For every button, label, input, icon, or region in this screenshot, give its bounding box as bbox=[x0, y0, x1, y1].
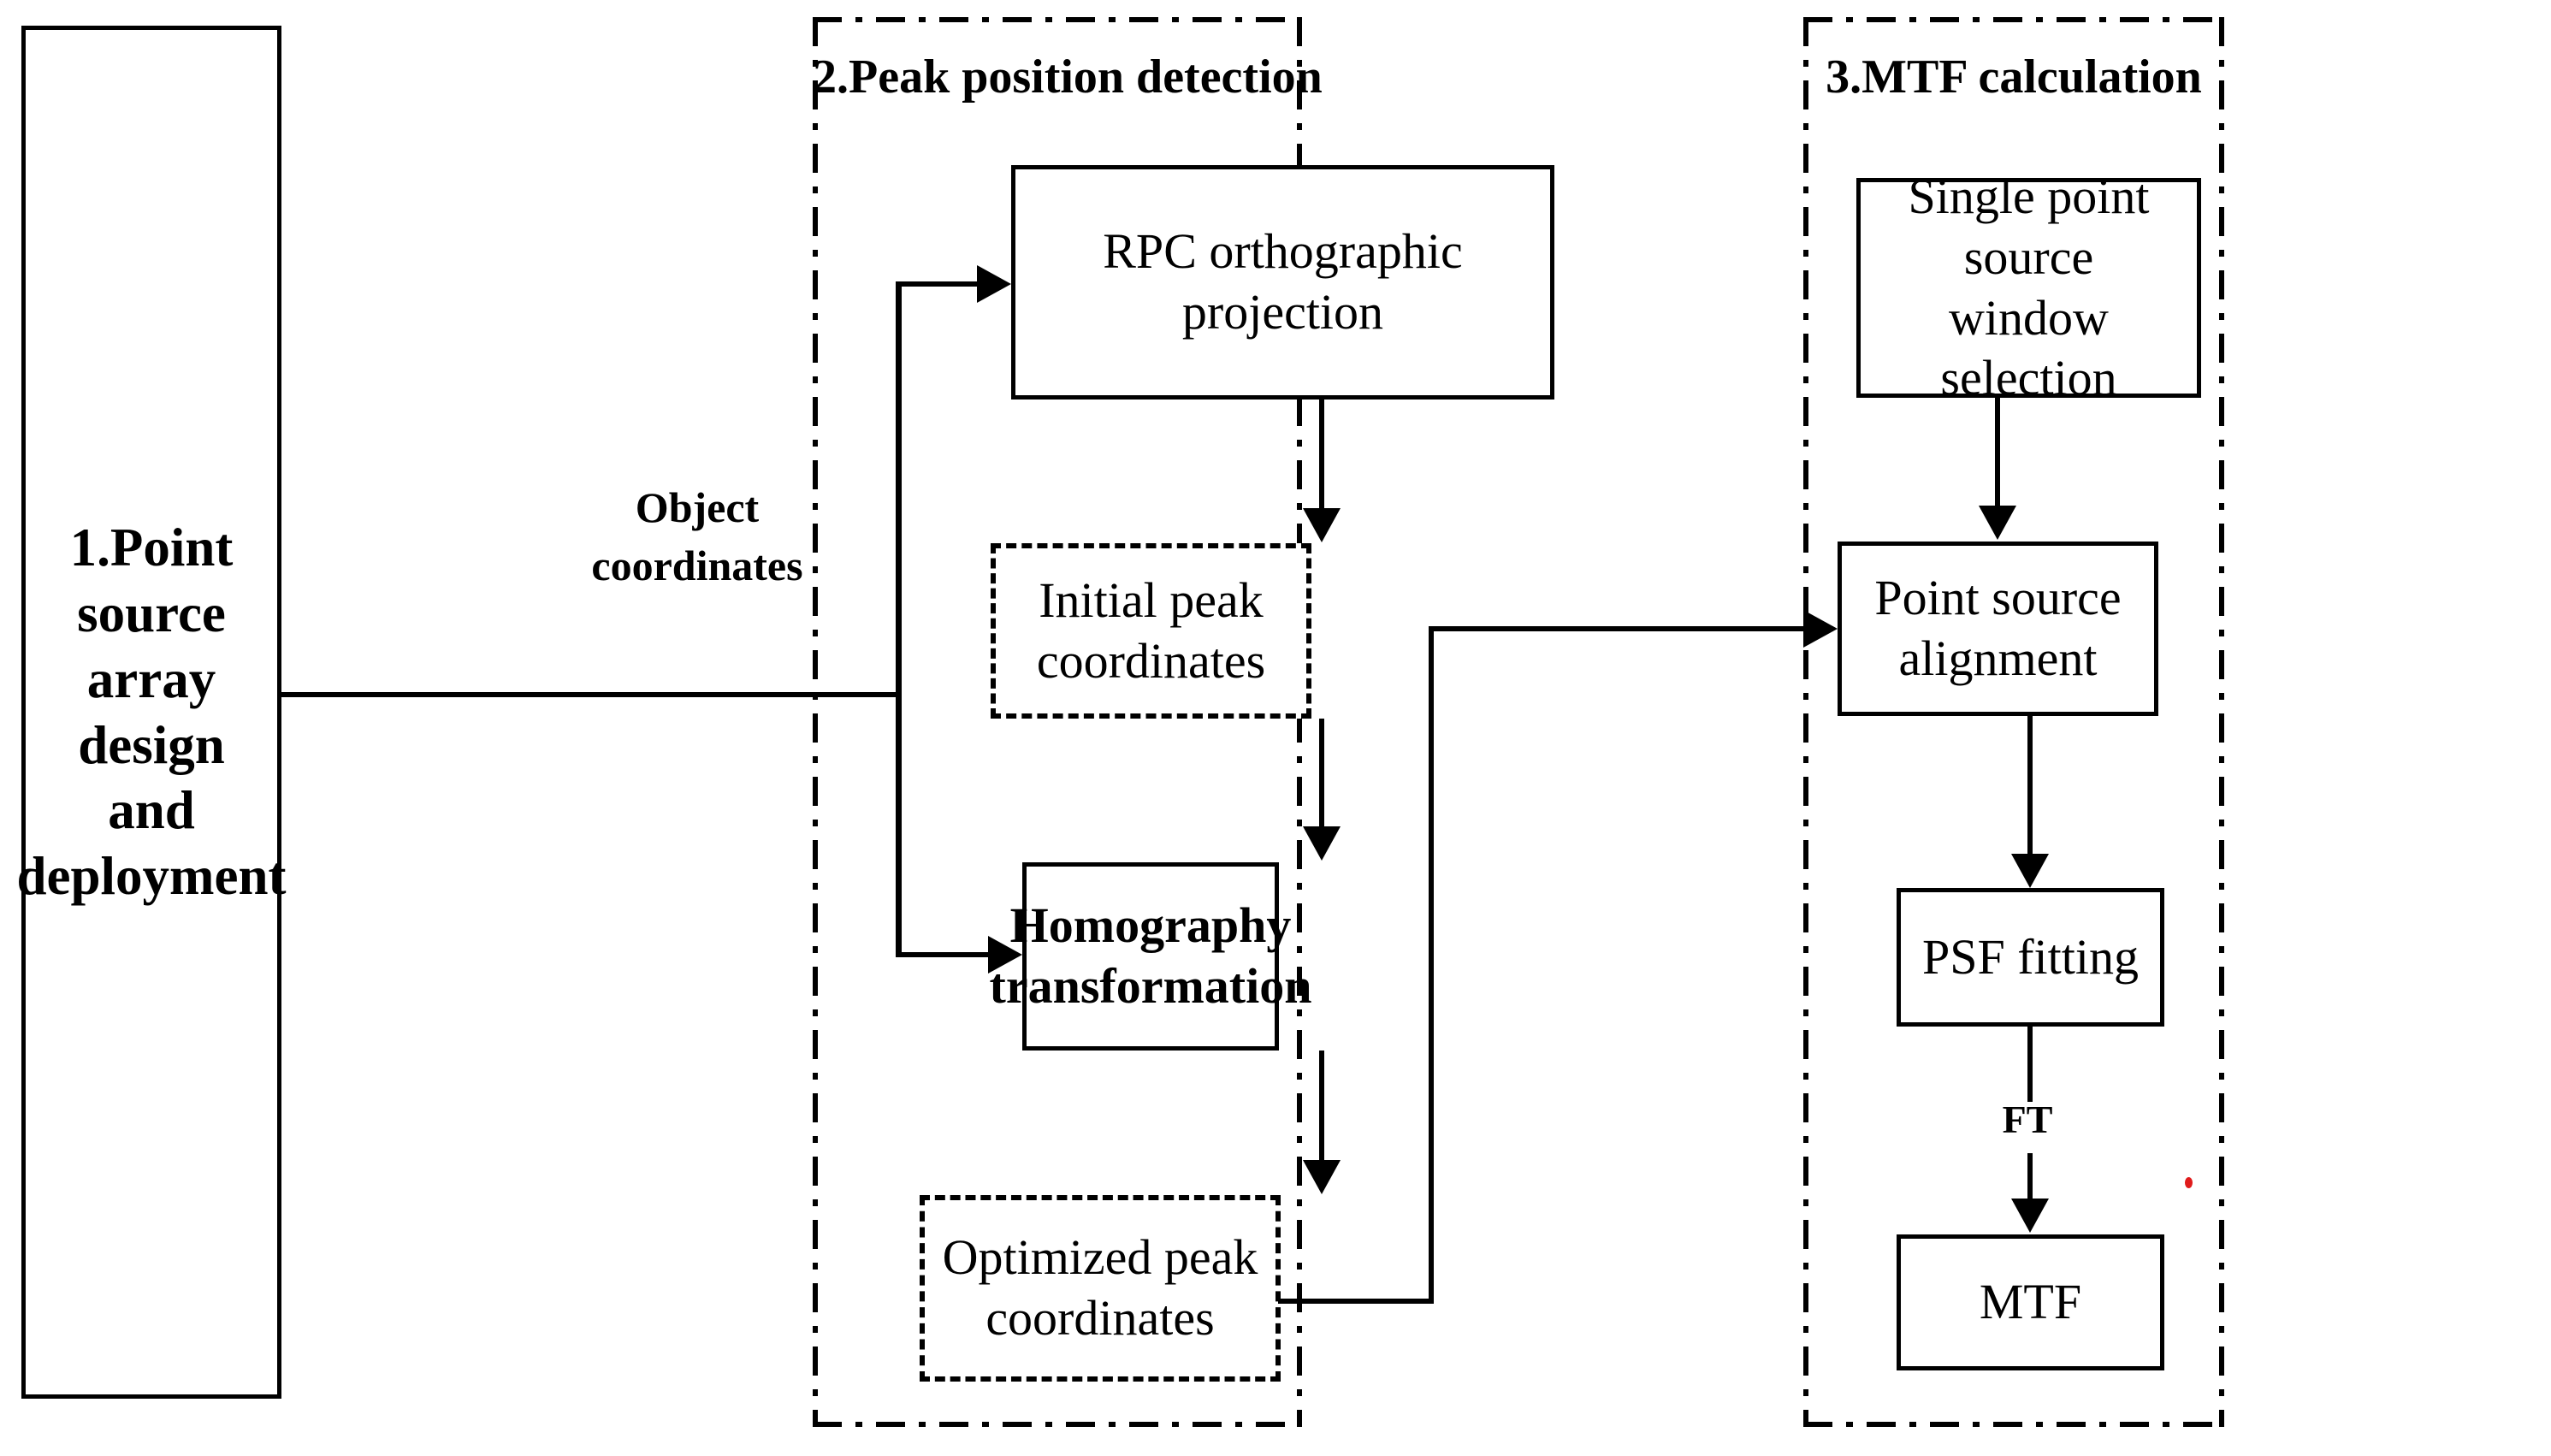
edge-branch-to-homography bbox=[896, 952, 992, 957]
node-line: array design bbox=[78, 648, 225, 775]
arrowhead-to-optimized-peak bbox=[1303, 1160, 1341, 1194]
node-optimized-peak-coordinates[interactable]: Optimized peak coordinates bbox=[920, 1195, 1281, 1382]
edge-crossgroup-riser bbox=[1429, 626, 1434, 1302]
arrowhead-to-homography bbox=[988, 936, 1022, 974]
edge-optimized-peak-out bbox=[1278, 1299, 1434, 1304]
arrowhead-to-point-source-alignment bbox=[1803, 610, 1838, 648]
node-line: RPC orthographic bbox=[1103, 223, 1463, 280]
edge-branch-spine bbox=[896, 281, 902, 957]
group-title-peak-position-detection: 2.Peak position detection bbox=[813, 50, 1323, 104]
node-line: window selection bbox=[1940, 289, 2117, 406]
artifact-red-dot bbox=[2185, 1177, 2193, 1188]
arrowhead-to-initial-peak bbox=[1303, 508, 1341, 542]
node-line: Point source bbox=[1874, 570, 2122, 626]
node-line: Homography bbox=[1009, 897, 1292, 954]
edge-crossgroup-to-alignment bbox=[1429, 626, 1803, 631]
edge-object-coordinates-line bbox=[281, 692, 901, 697]
node-psf-fitting[interactable]: PSF fitting bbox=[1897, 888, 2164, 1027]
node-line: 1.Point source bbox=[69, 517, 234, 643]
node-point-source-array-design[interactable]: 1.Point source array design and deployme… bbox=[17, 26, 287, 1399]
edge-label-line: Object bbox=[635, 483, 760, 531]
arrowhead-to-alignment bbox=[1979, 506, 2016, 540]
arrowhead-to-homography-top bbox=[1303, 826, 1341, 861]
node-line: projection bbox=[1181, 284, 1384, 340]
node-line: alignment bbox=[1898, 630, 2098, 686]
arrowhead-to-rpc bbox=[977, 265, 1011, 303]
node-rpc-orthographic-projection[interactable]: RPC orthographic projection bbox=[1011, 165, 1554, 400]
edge-label-object-coordinates: Object coordinates bbox=[556, 479, 838, 595]
edge-window-selection-to-alignment bbox=[1995, 398, 2000, 507]
edge-branch-to-rpc bbox=[896, 281, 981, 287]
node-single-point-source-window-selection[interactable]: Single point source window selection bbox=[1856, 169, 2201, 405]
arrowhead-to-psf-fitting bbox=[2011, 854, 2049, 888]
edge-initial-peak-to-homography bbox=[1319, 719, 1324, 828]
edge-psf-to-mtf-lower bbox=[2027, 1153, 2033, 1200]
node-line: coordinates bbox=[1036, 632, 1266, 689]
node-line: transformation bbox=[989, 958, 1312, 1014]
node-homography-transformation[interactable]: Homography transformation bbox=[990, 862, 1311, 1051]
node-line: and deployment bbox=[16, 780, 287, 907]
node-line: Single point source bbox=[1908, 169, 2150, 285]
node-line: PSF fitting bbox=[1921, 928, 2140, 985]
node-point-source-alignment[interactable]: Point source alignment bbox=[1838, 542, 2158, 716]
arrowhead-to-mtf bbox=[2011, 1199, 2049, 1233]
node-line: Optimized peak bbox=[942, 1229, 1258, 1286]
node-line: coordinates bbox=[985, 1290, 1215, 1346]
node-line: MTF bbox=[1979, 1274, 2082, 1330]
node-mtf[interactable]: MTF bbox=[1897, 1234, 2164, 1370]
edge-homography-to-optimized-peak bbox=[1319, 1051, 1324, 1162]
edge-psf-to-mtf-upper bbox=[2027, 1027, 2033, 1102]
edge-label-line: coordinates bbox=[591, 541, 803, 589]
group-title-mtf-calculation: 3.MTF calculation bbox=[1826, 50, 2202, 104]
node-initial-peak-coordinates[interactable]: Initial peak coordinates bbox=[991, 543, 1311, 719]
edge-label-ft: FT bbox=[2002, 1098, 2053, 1141]
edge-alignment-to-psf bbox=[2027, 716, 2033, 855]
edge-rpc-to-initial-peak bbox=[1319, 400, 1324, 511]
node-line: Initial peak bbox=[1039, 571, 1264, 628]
